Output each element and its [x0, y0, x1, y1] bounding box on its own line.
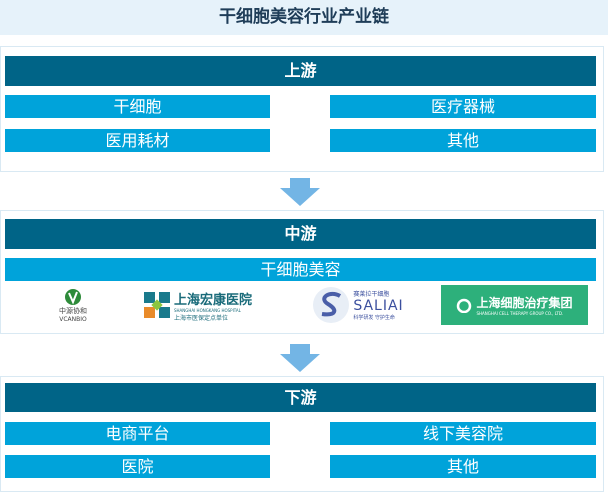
downstream-header: 下游	[5, 383, 596, 412]
downstream-item: 医院	[5, 455, 270, 478]
upstream-header: 上游	[5, 56, 596, 86]
upstream-item: 其他	[330, 129, 596, 152]
upstream-item: 干细胞	[5, 95, 270, 118]
logo-shanghai-cell-therapy: 上海细胞治疗集团 SHANGHAI CELL THERAPY GROUP CO.…	[441, 285, 588, 325]
logo-saliai: 赛莱拉干细胞 SALIAI 科学研发 守护生命	[308, 285, 408, 325]
upstream-item: 医用耗材	[5, 129, 270, 152]
page-title: 干细胞美容行业产业链	[0, 0, 608, 35]
downstream-item: 线下美容院	[330, 422, 596, 445]
upstream-item: 医疗器械	[330, 95, 596, 118]
down-arrow-icon	[280, 344, 320, 372]
midstream-header: 中游	[5, 219, 596, 249]
logo-vcanbio: 中源协和 VCANBIO	[48, 285, 98, 325]
downstream-item: 其他	[330, 455, 596, 478]
down-arrow-icon	[280, 178, 320, 206]
midstream-item: 干细胞美容	[5, 258, 596, 281]
logo-hongkang: 上海宏康医院 SHANGHAI HONGKANG HOSPITAL 上海市医保定…	[133, 285, 263, 325]
downstream-item: 电商平台	[5, 422, 270, 445]
